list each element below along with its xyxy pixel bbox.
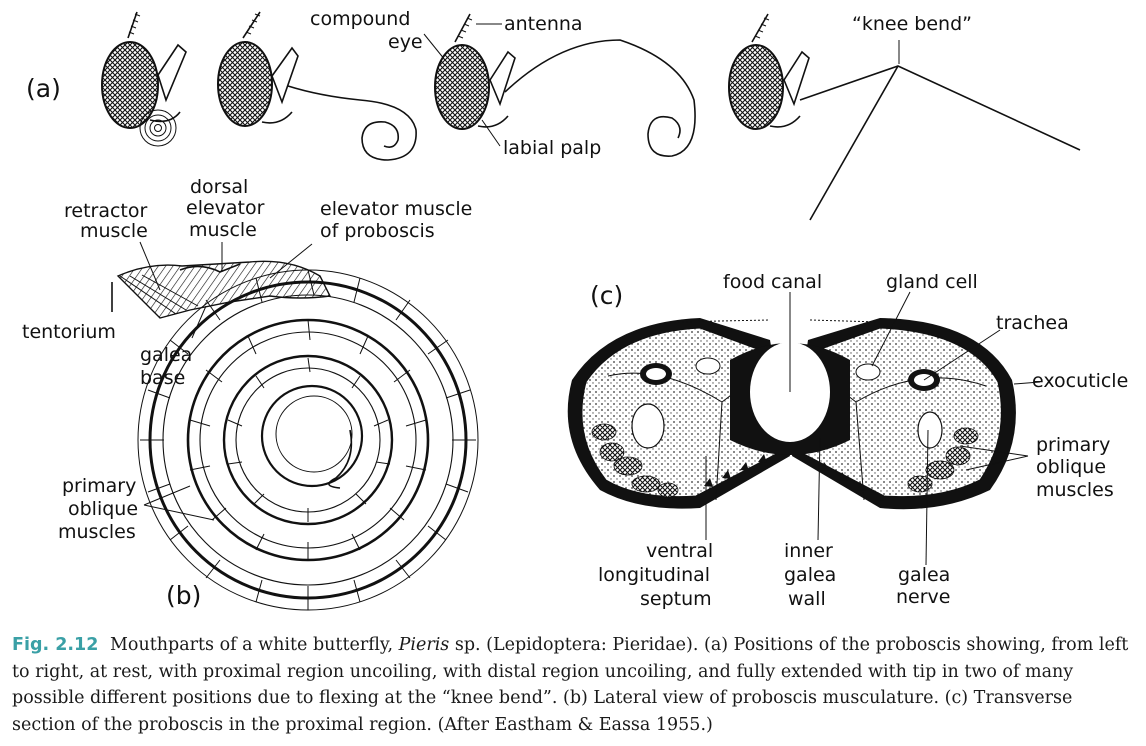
exocuticle-label: exocuticle — [1032, 370, 1128, 392]
compound-eye-label-line2: eye — [388, 31, 423, 53]
proboscis-figure: (a) compound eye antenna labial palp “kn… — [22, 8, 1128, 611]
retractor-muscle-label-line2: muscle — [80, 220, 148, 242]
panel-a — [101, 11, 1081, 221]
elevator-muscle-label-line1: elevator muscle — [320, 198, 472, 220]
head-fully-extended — [728, 13, 1081, 221]
figure-caption: Fig. 2.12 Mouthparts of a white butterfl… — [12, 632, 1136, 738]
dorsal-elevator-label-line3: muscle — [189, 219, 257, 241]
trachea-label: trachea — [996, 312, 1069, 334]
ventral-septum-label-line3: septum — [640, 588, 712, 610]
panel-a-label: (a) — [26, 74, 61, 103]
figure-number: Fig. 2.12 — [12, 635, 99, 655]
antenna-label: antenna — [504, 13, 583, 35]
primary-oblique-c-label-line2: oblique — [1036, 456, 1106, 478]
head-proximal-uncoiling — [217, 11, 417, 161]
galea-nerve-label-line2: nerve — [896, 586, 950, 608]
primary-oblique-c-label-line1: primary — [1036, 434, 1110, 456]
primary-oblique-b-label-line2: oblique — [68, 498, 138, 520]
ventral-septum-label-line1: ventral — [646, 540, 713, 562]
food-canal-label: food canal — [723, 271, 822, 293]
labial-palp-label: labial palp — [503, 137, 601, 159]
caption-text-start: Mouthparts of a white butterfly, — [109, 635, 394, 655]
primary-oblique-c-label-line3: muscles — [1036, 479, 1114, 501]
caption-genus: Pieris — [398, 635, 450, 655]
panel-c-label: (c) — [590, 281, 623, 310]
inner-galea-wall-label-line1: inner — [784, 540, 833, 562]
caption-text-rest: sp. (Lepidoptera: Pieridae). (a) Positio… — [12, 635, 1129, 735]
knee-bend-label: “knee bend” — [852, 13, 972, 35]
head-at-rest — [101, 11, 187, 147]
galea-base-label-line1: galea — [140, 344, 192, 366]
dorsal-elevator-label-line2: elevator — [186, 197, 265, 219]
tentorium-label: tentorium — [22, 321, 116, 343]
panel-c — [567, 291, 1041, 566]
head-distal-uncoiling — [434, 13, 696, 157]
galea-nerve-label-line1: galea — [898, 564, 950, 586]
primary-oblique-b-label-line1: primary — [62, 475, 136, 497]
galea-base-label-line2: base — [140, 367, 185, 389]
panel-b — [111, 241, 479, 611]
elevator-muscle-label-line2: of proboscis — [320, 220, 435, 242]
ventral-septum-label-line2: longitudinal — [598, 564, 710, 586]
compound-eye-drawing — [101, 41, 159, 129]
muscle-block — [111, 260, 332, 319]
dorsal-elevator-label-line1: dorsal — [190, 176, 248, 198]
compound-eye-label-line1: compound — [310, 8, 410, 30]
primary-oblique-b-label-line3: muscles — [58, 521, 136, 543]
panel-b-label: (b) — [166, 581, 201, 610]
gland-cell-label: gland cell — [886, 271, 978, 293]
inner-galea-wall-label-line2: galea — [784, 564, 836, 586]
proboscis-coil — [137, 269, 479, 611]
retractor-muscle-label-line1: retractor — [64, 200, 148, 222]
inner-galea-wall-label-line3: wall — [788, 588, 826, 610]
